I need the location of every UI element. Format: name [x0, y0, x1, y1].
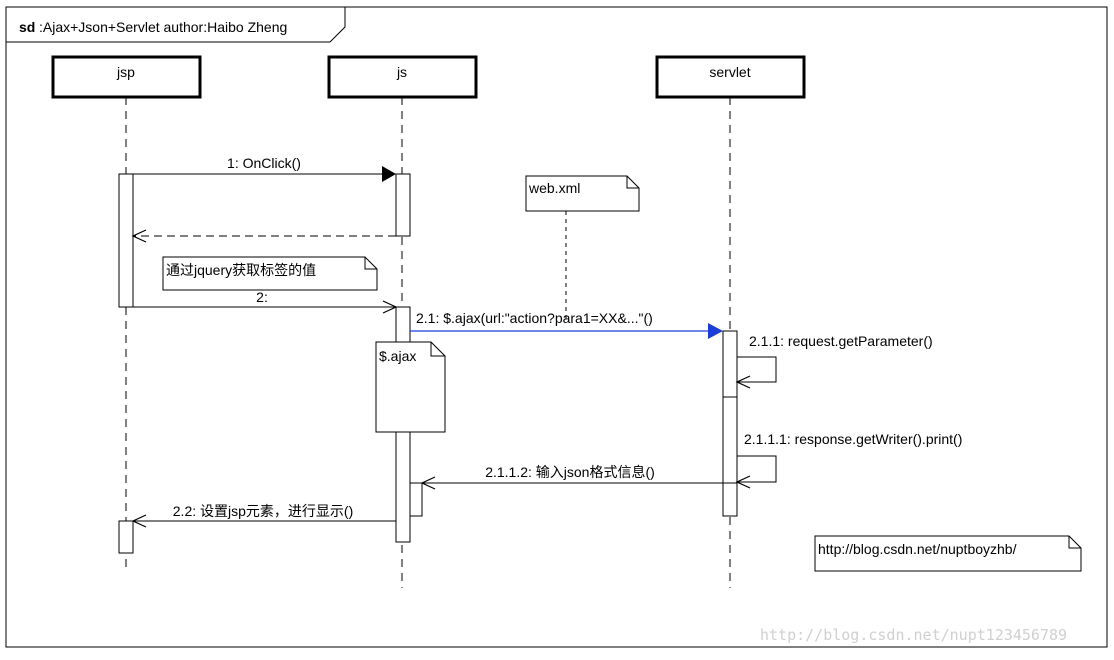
- activation-js-1: [395, 173, 411, 237]
- message-2-label: 2:: [256, 289, 268, 305]
- message-get-parameter-label: 2.1.1: request.getParameter(): [749, 333, 933, 349]
- note-ajax: $.ajax: [375, 341, 446, 433]
- message-set-jsp-label: 2.2: 设置jsp元素，进行显示(): [173, 503, 353, 519]
- message-onclick-arrowhead: [382, 166, 396, 182]
- lifeline-jsp-label: jsp: [116, 64, 135, 80]
- note-blog: http://blog.csdn.net/nuptboyzhb/: [814, 535, 1082, 572]
- lifeline-jsp-head: [51, 55, 202, 99]
- message-onclick: 1: OnClick(): [133, 155, 396, 182]
- message-response-print: 2.1.1.1: response.getWriter().print(): [735, 431, 962, 489]
- activation-servlet-1: [722, 330, 738, 517]
- lifeline-servlet: servlet: [655, 55, 806, 588]
- message-get-parameter-loop: [735, 356, 777, 389]
- activation-js-3: [409, 482, 423, 517]
- message-set-jsp: 2.2: 设置jsp元素，进行显示(): [131, 503, 396, 528]
- note-ajax-shape: [375, 341, 446, 433]
- activation-jsp-2: [118, 520, 134, 554]
- frame-tab: [6, 7, 346, 43]
- lifeline-servlet-label: servlet: [709, 64, 750, 80]
- message-2: 2:: [133, 289, 398, 314]
- note-webxml-fold: [626, 176, 639, 189]
- frame-border: [5, 6, 1108, 648]
- note-webxml-shape: [525, 175, 640, 212]
- note-jquery-text: 通过jquery获取标签的值: [166, 262, 316, 278]
- note-jquery-fold: [364, 257, 377, 270]
- note-jquery-shape: [162, 256, 378, 291]
- note-blog-fold: [1068, 536, 1081, 549]
- message-ajax: 2.1: $.ajax(url:"action?para1=XX&..."(): [410, 310, 723, 339]
- message-ajax-arrowhead: [708, 323, 723, 339]
- message-json-output-label: 2.1.1.2: 输入json格式信息(): [485, 464, 655, 480]
- message-ajax-label: 2.1: $.ajax(url:"action?para1=XX&..."(): [416, 310, 653, 326]
- message-response-print-label: 2.1.1.1: response.getWriter().print(): [744, 431, 962, 447]
- note-blog-text: http://blog.csdn.net/nuptboyzhb/: [818, 541, 1017, 557]
- note-ajax-fold: [430, 342, 445, 357]
- message-response-print-loop: [735, 455, 777, 489]
- message-get-parameter: 2.1.1: request.getParameter(): [735, 333, 933, 389]
- message-onclick-label: 1: OnClick(): [227, 155, 301, 171]
- note-blog-shape: [814, 535, 1082, 572]
- lifeline-js-label: js: [396, 64, 407, 80]
- frame-title: :Ajax+Json+Servlet author:Haibo Zheng: [39, 19, 287, 35]
- note-webxml-text: web.xml: [528, 180, 580, 196]
- lifeline-jsp: jsp: [51, 55, 202, 568]
- activation-jsp-1: [118, 173, 134, 308]
- note-jquery: 通过jquery获取标签的值: [162, 256, 378, 291]
- note-ajax-text: $.ajax: [379, 348, 416, 364]
- frame-keyword: sd: [19, 19, 35, 35]
- note-webxml: web.xml: [525, 175, 640, 322]
- watermark: http://blog.csdn.net/nupt123456789: [760, 626, 1067, 644]
- message-json-output: 2.1.1.2: 输入json格式信息(): [420, 464, 737, 490]
